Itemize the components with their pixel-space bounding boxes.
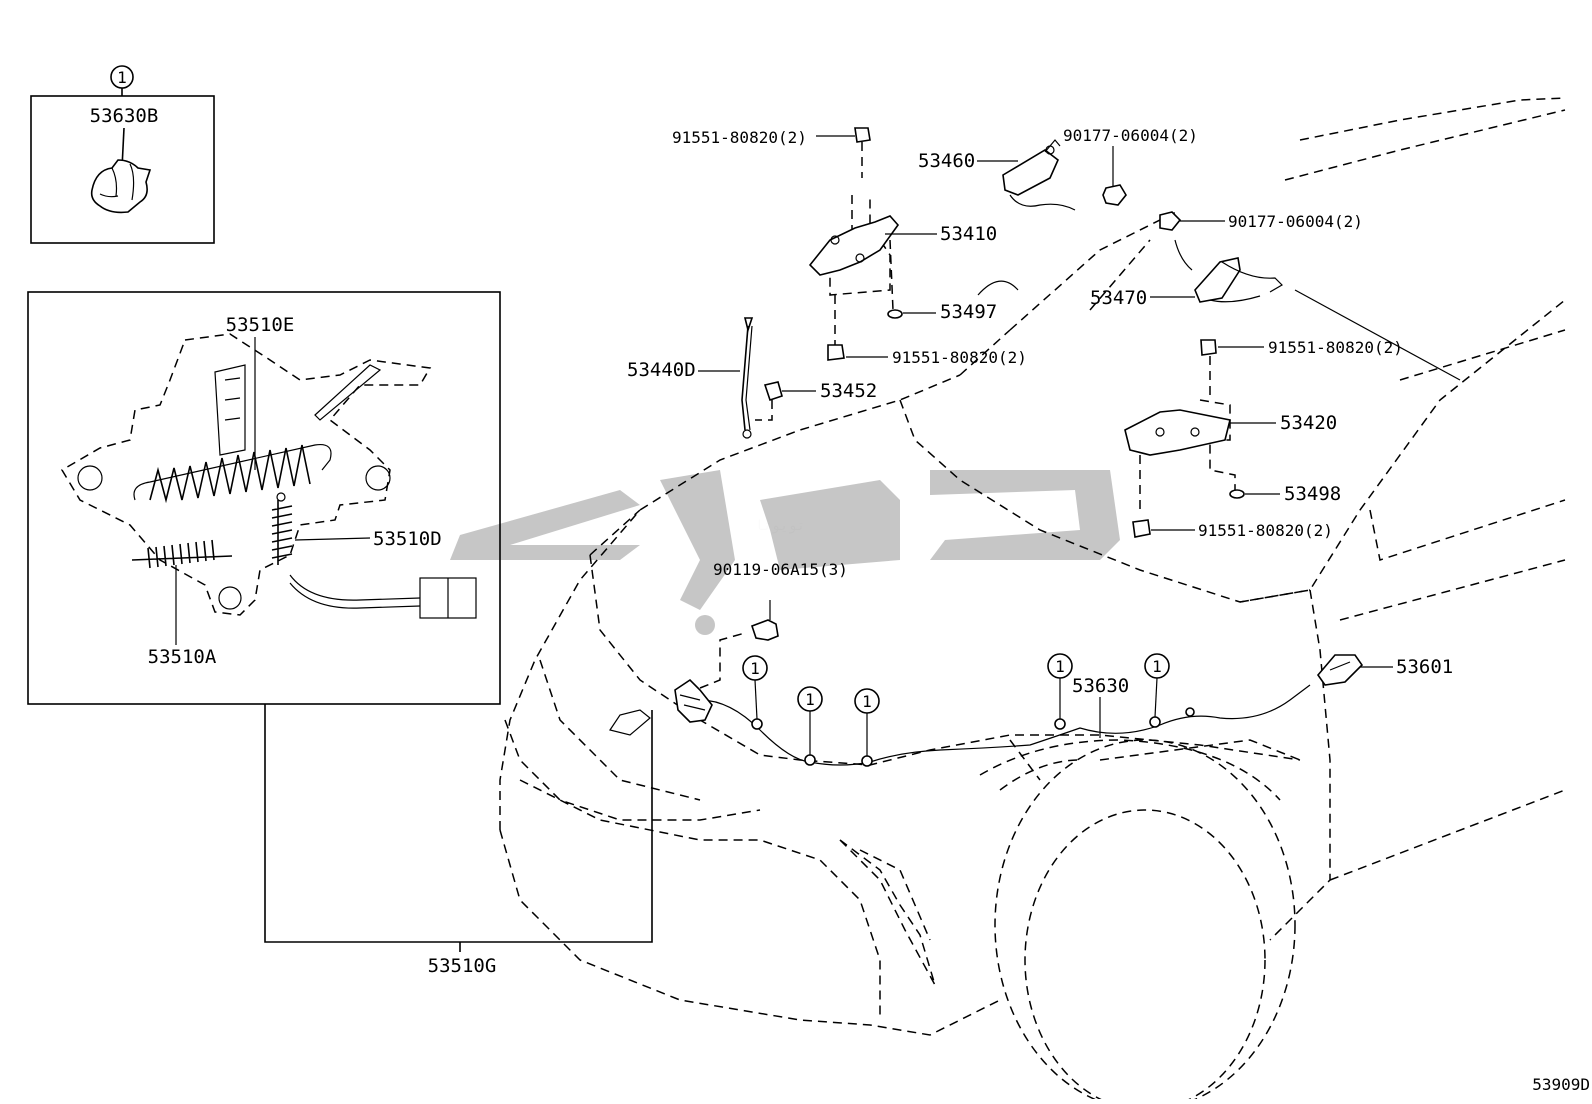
diagram-code: 53909D: [1532, 1075, 1590, 1094]
label-53470: 53470: [1090, 287, 1147, 309]
label-53420: 53420: [1280, 412, 1337, 434]
bolt-icon: [1200, 339, 1217, 400]
svg-text:1: 1: [1152, 657, 1162, 676]
label-53410: 53410: [940, 223, 997, 245]
bracket-53510G: 53510G: [264, 704, 653, 977]
watermark-logo-shape: [450, 470, 1120, 635]
label-90177-06004-b: 90177-06004(2): [1228, 212, 1363, 231]
clip-53452: [755, 381, 783, 421]
svg-text:1: 1: [1055, 657, 1065, 676]
hood-switch-53470: [1174, 239, 1283, 303]
bolt-icon: [1132, 519, 1151, 538]
nut-icon: [1159, 211, 1182, 231]
car-body-outline: [499, 97, 1566, 1104]
clip-part-icon: [90, 159, 152, 214]
washer-icon: [887, 309, 903, 319]
svg-text:1: 1: [750, 659, 760, 678]
inset-clip-box: 1 53630B: [30, 65, 215, 244]
washer-icon: [1229, 489, 1245, 499]
svg-text:1: 1: [862, 692, 872, 711]
hood-lock-detail: [60, 333, 477, 619]
hood-support-rod-53440D: [741, 317, 754, 439]
release-lever-53601: [1316, 654, 1364, 686]
hood-hinge-53410: [808, 195, 900, 311]
label-53510E: 53510E: [226, 314, 295, 336]
inset-lock-frame: [27, 291, 501, 705]
label-91551-80820-b: 91551-80820(2): [892, 348, 1027, 367]
bolt-icon: [827, 295, 845, 361]
label-53440D: 53440D: [627, 359, 696, 381]
label-53452: 53452: [820, 380, 877, 402]
label-91551-80820-c: 91551-80820(2): [1268, 338, 1403, 357]
callout-number: 1: [117, 68, 127, 87]
label-53510G: 53510G: [428, 955, 497, 977]
callout-circle: 1: [1047, 653, 1073, 719]
label-53460: 53460: [918, 150, 975, 172]
hood-hinge-53420: [1124, 399, 1236, 515]
nut-icon: [1102, 184, 1127, 206]
label-53497: 53497: [940, 301, 997, 323]
hood-release-cable: [699, 684, 1311, 767]
hood-lock-on-car: [609, 632, 746, 736]
label-53630: 53630: [1072, 675, 1129, 697]
callout-circle: 1: [854, 688, 880, 756]
label-53510D: 53510D: [373, 528, 442, 550]
label-91551-80820-a: 91551-80820(2): [672, 128, 807, 147]
label-53630B: 53630B: [90, 105, 159, 127]
label-53498: 53498: [1284, 483, 1341, 505]
watermark-text: تویوتا: [755, 518, 806, 534]
svg-text:1: 1: [805, 690, 815, 709]
bolt-icon: [854, 127, 871, 178]
callout-circle: 1: [797, 686, 823, 755]
label-53510A: 53510A: [148, 646, 217, 668]
inset-lock-box: 53510E 53510D 53510A: [27, 291, 501, 705]
bolt-90119: [750, 600, 779, 641]
hood-switch-53460: [1002, 139, 1076, 211]
label-53601: 53601: [1396, 656, 1453, 678]
label-91551-80820-d: 91551-80820(2): [1198, 521, 1333, 540]
label-90177-06004-a: 90177-06004(2): [1063, 126, 1198, 145]
callout-circle: 1: [1144, 653, 1170, 718]
label-90119-06A15: 90119-06A15(3): [713, 560, 848, 579]
callout-circle: 1: [742, 655, 768, 720]
watermark: تویوتا: [450, 470, 1120, 635]
cable-clip-callouts: 1 1 1 1 1: [742, 653, 1170, 756]
